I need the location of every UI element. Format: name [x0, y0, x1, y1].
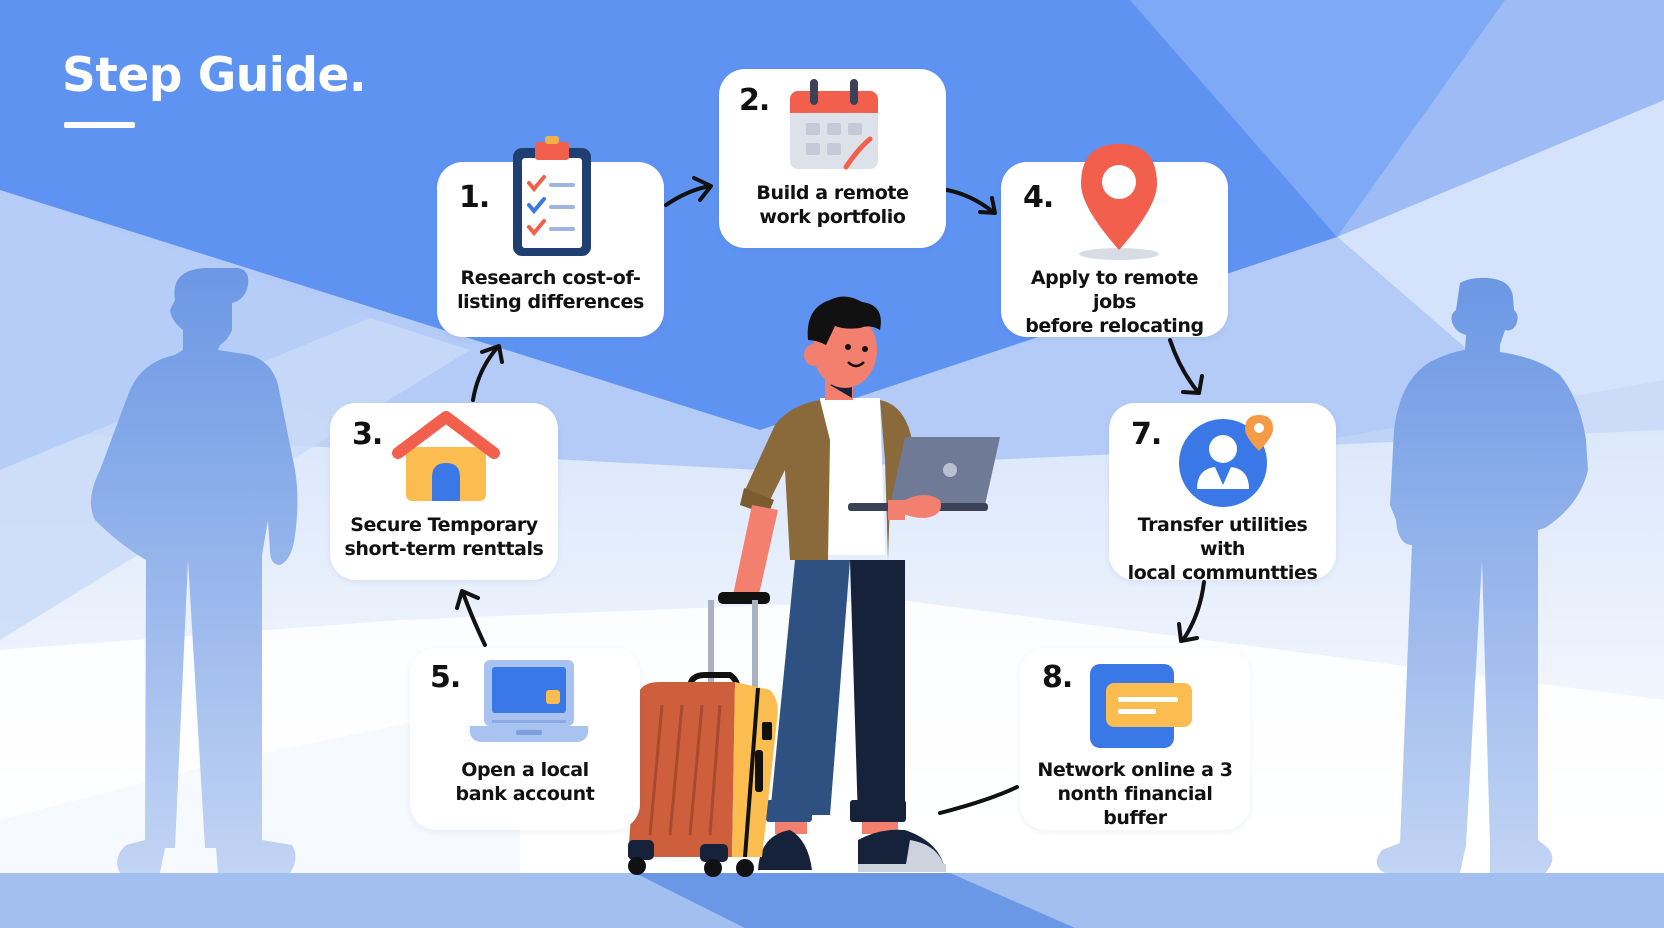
step-label: Build a remote work portfolio [756, 182, 909, 228]
step-card-7[interactable]: 7. Transfer utilities with local communt… [1109, 403, 1336, 584]
step-card-1[interactable]: 1. Research cost-of- listing differences [437, 136, 664, 337]
clipboard-checklist-icon [513, 136, 591, 256]
step-number: 8. [1042, 660, 1073, 695]
step-label: Transfer utilities with local communttie… [1127, 514, 1318, 584]
map-pin-icon [1079, 144, 1159, 260]
step-label: Apply to remote jobs before relocating [1025, 267, 1204, 337]
step-card-8[interactable]: 8. Network online a 3 nonth financial bu… [1020, 648, 1250, 830]
step-card-5[interactable]: 5. Open a local bank account [410, 648, 640, 830]
page-title: Step Guide. [62, 48, 367, 103]
step-number: 7. [1131, 417, 1162, 452]
step-card-3[interactable]: 3. Secure Temporary short-term renttals [330, 403, 558, 580]
cards-icon [1090, 664, 1192, 748]
step-number: 5. [430, 660, 461, 695]
laptop-card-icon [469, 660, 589, 742]
step-number: 2. [739, 83, 770, 118]
left-silhouette [91, 268, 298, 873]
house-icon [392, 411, 500, 501]
right-silhouette [1376, 277, 1588, 873]
step-label: Research cost-of- listing differences [457, 267, 644, 313]
user-location-icon [1179, 415, 1273, 507]
step-card-2[interactable]: 2. Build a remote work portfolio [719, 69, 946, 248]
step-number: 4. [1023, 180, 1054, 215]
step-number: 1. [459, 180, 490, 215]
step-label: Network online a 3 nonth financial buffe… [1037, 759, 1233, 829]
step-label: Open a local bank account [455, 759, 595, 805]
step-number: 3. [352, 417, 383, 452]
step-label: Secure Temporary short-term renttals [344, 514, 544, 560]
calendar-icon [790, 79, 878, 170]
title-underline [64, 122, 135, 128]
step-card-4[interactable]: 4. Apply to remote jobs before relocatin… [1001, 144, 1228, 337]
